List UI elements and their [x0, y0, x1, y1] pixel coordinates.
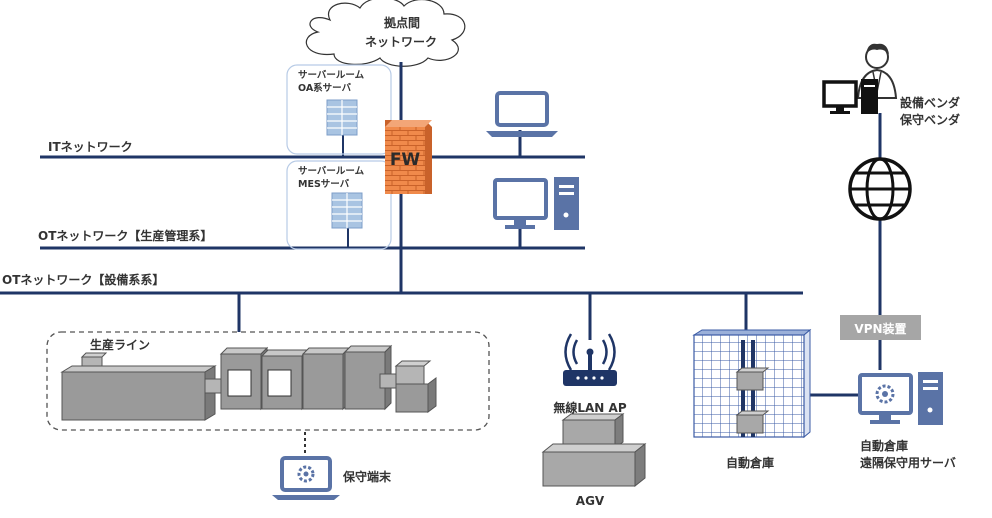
server-room-oa — [286, 64, 392, 155]
firewall-label: FW — [389, 150, 421, 170]
mes-room-line2: MESサーバ — [298, 179, 350, 190]
ot-mgmt-network-label: OTネットワーク【生産管理系】 — [38, 229, 213, 243]
cloud-label-line2: ネットワーク — [364, 35, 437, 49]
vpn-label: VPN装置 — [854, 322, 907, 336]
warehouse-label: 自動倉庫 — [725, 456, 774, 470]
internet-globe-icon — [848, 157, 912, 221]
warehouse-server-line2: 遠隔保守用サーバ — [860, 456, 956, 470]
laptop-icon — [486, 91, 558, 137]
warehouse-server-line1: 自動倉庫 — [860, 439, 909, 453]
agv-icon — [541, 413, 647, 488]
mes-room-line1: サーバールーム — [298, 166, 365, 177]
server-room-mes — [286, 160, 392, 250]
maintenance-terminal-label: 保守端末 — [343, 470, 392, 484]
wireless-ap-label: 無線LAN AP — [553, 401, 627, 415]
cloud-label-line1: 拠点間 — [383, 16, 420, 30]
desktop-pc-icon — [493, 177, 579, 230]
vpn-device — [840, 315, 921, 340]
oa-server-icon — [326, 99, 358, 136]
maintenance-laptop-icon — [272, 456, 340, 500]
agv-label: AGV — [575, 494, 605, 508]
oa-room-line1: サーバールーム — [298, 70, 365, 81]
it-network-label: ITネットワーク — [48, 140, 133, 154]
production-line-title: 生産ライン — [90, 338, 151, 352]
vendor-line2: 保守ベンダ — [900, 113, 961, 127]
production-machine-icon — [60, 344, 437, 421]
automated-warehouse-icon — [692, 328, 812, 439]
wireless-ap-icon — [563, 333, 617, 386]
production-line-area — [46, 331, 490, 431]
vendor-pc-icon — [822, 79, 878, 114]
mes-server-icon — [331, 192, 363, 229]
cloud-icon — [305, 0, 466, 67]
ot-equip-network-label: OTネットワーク【設備系系】 — [2, 273, 165, 287]
warehouse-server-pc-icon — [858, 372, 943, 425]
oa-room-line2: OA系サーバ — [298, 83, 352, 94]
firewall-icon — [385, 120, 432, 194]
vendor-line1: 設備ベンダ — [900, 96, 961, 110]
